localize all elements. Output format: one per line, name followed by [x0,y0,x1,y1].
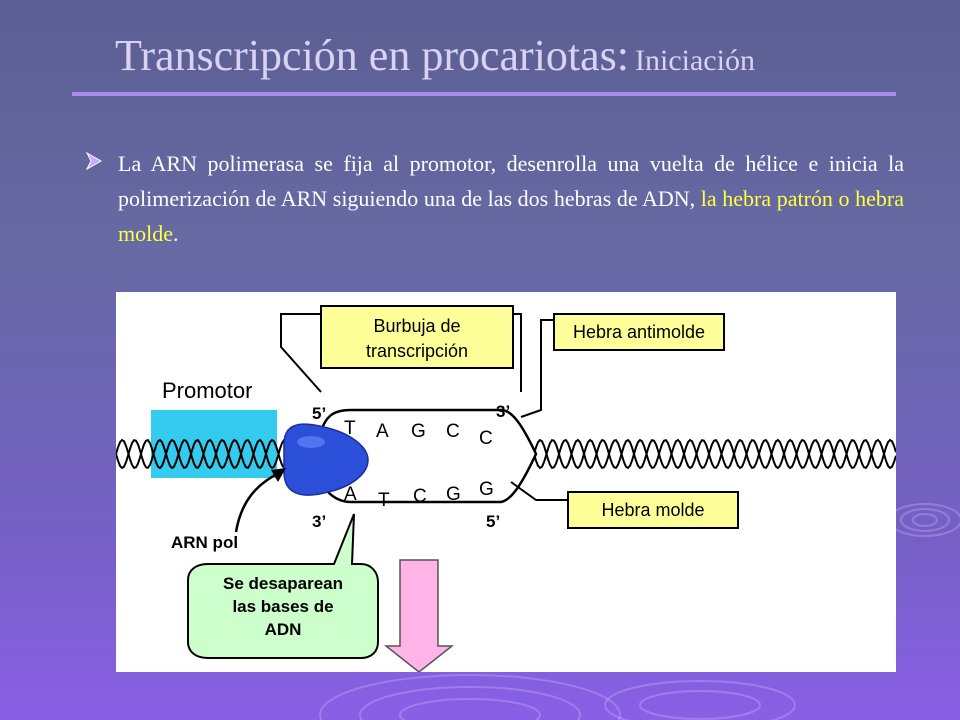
top-base: C [446,421,460,442]
polymerase-highlight [297,436,325,448]
slide-title-sub: Iniciación [635,44,755,77]
bubble-bracket-right [513,313,522,392]
bullet-text-end: . [173,221,179,246]
bullet-text: La ARN polimerasa se fija al promotor, d… [118,146,904,251]
bottom-base: A [344,484,357,505]
end-label: 5’ [486,512,500,531]
dna-helix [115,438,897,470]
promotor-label: Promotor [162,378,252,403]
end-label: 5’ [312,404,326,423]
molde-label: Hebra molde [601,500,704,520]
end-label: 3’ [496,402,510,421]
callout-line1: Se desaparean [223,574,343,593]
slide-title: Transcripción en procariotas:Iniciación [115,30,755,81]
molde-label-box [567,491,739,529]
bullet-point: La ARN polimerasa se fija al promotor, d… [86,146,904,251]
dna-strand [115,438,301,470]
transcription-diagram: T A G C C A T C G G 5’ 3’ 3’ 5’ Burbuja … [115,292,897,673]
arn-pol-arrowhead [271,468,286,482]
molde-connector [510,481,568,501]
title-underline [72,92,896,96]
arn-pol-arrow [234,470,282,533]
top-base: A [376,421,389,442]
dna-strand [533,438,897,470]
antimolde-label-box [553,313,725,351]
bottom-base: G [479,479,494,500]
top-base: C [479,428,493,449]
callout-line3: ADN [265,620,302,639]
bottom-base: T [378,490,390,511]
dna-strand [115,438,301,470]
antimolde-bracket [520,319,554,418]
bubble-label-line1: Burbuja de [373,316,460,336]
down-arrow [383,559,455,673]
bullet-highlight: la hebra patrón o hebra molde [118,186,904,246]
callout-bubble [187,513,379,659]
bubble-label-box [320,305,514,369]
arrow-bullet-icon [86,152,102,170]
top-base: G [411,421,426,442]
bottom-base: C [413,486,427,507]
transcription-bubble [319,408,538,504]
arn-pol-label: ARN pol [171,533,238,552]
bubble-label-line2: transcripción [366,341,468,361]
callout-line2: las bases de [232,597,333,616]
bubble-bracket-left [280,313,322,393]
antimolde-label: Hebra antimolde [573,322,705,342]
end-label: 3’ [312,512,326,531]
bottom-base: G [446,484,461,505]
bullet-text-main: La ARN polimerasa se fija al promotor, d… [118,151,904,211]
top-base: T [344,418,356,439]
slide-title-main: Transcripción en procariotas: [115,31,630,80]
dna-strand [533,438,897,470]
